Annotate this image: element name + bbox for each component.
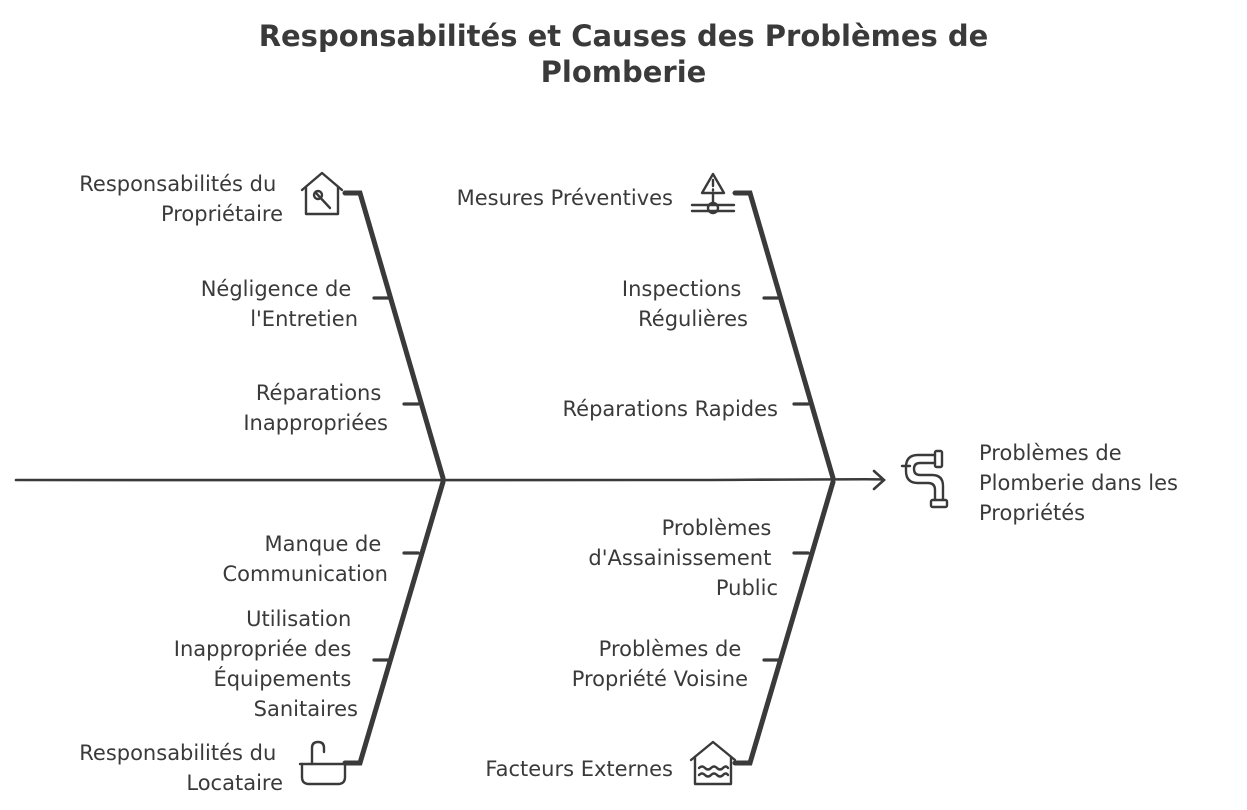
- category-label-prevention: Mesures Préventives: [457, 186, 673, 210]
- cause-label-improper-repairs: Réparations Inappropriées: [243, 381, 388, 435]
- warning-valve-icon: [690, 172, 736, 215]
- title-line-1: Responsabilités et Causes des Problèmes …: [258, 19, 989, 53]
- effect-label: Problèmes de Plomberie dans les Propriét…: [979, 441, 1185, 525]
- cause-label-neighbor: Problèmes de Propriété Voisine: [572, 637, 748, 691]
- bone-owner: [342, 190, 446, 481]
- cause-label-sanitation: Problèmes d'Assainissement Public: [588, 516, 778, 600]
- bone-tenant: [342, 479, 446, 766]
- cause-label-inspections: Inspections Régulières: [622, 277, 748, 331]
- cause-label-quick-repairs: Réparations Rapides: [563, 397, 778, 421]
- flooded-house-icon: [689, 740, 737, 786]
- cause-label-misuse: Utilisation Inappropriée des Équipements…: [174, 607, 358, 721]
- pipe-icon: [900, 449, 949, 509]
- cause-label-communication: Manque de Communication: [222, 532, 388, 586]
- diagram-title: Responsabilités et Causes des Problèmes …: [0, 18, 1247, 90]
- cause-label-negligence: Négligence de l'Entretien: [201, 277, 358, 331]
- bone-prevention: [732, 190, 836, 481]
- spine-arrowhead: [872, 469, 886, 491]
- category-label-external: Facteurs Externes: [485, 757, 673, 781]
- house-wrench-icon: [300, 171, 344, 216]
- title-line-2: Plomberie: [540, 55, 707, 89]
- category-label-tenant: Responsabilités du Locataire: [79, 741, 283, 795]
- spine-line: [14, 477, 884, 482]
- category-label-owner: Responsabilités du Propriétaire: [79, 172, 283, 226]
- bone-external: [732, 479, 836, 766]
- sink-faucet-icon: [298, 740, 348, 786]
